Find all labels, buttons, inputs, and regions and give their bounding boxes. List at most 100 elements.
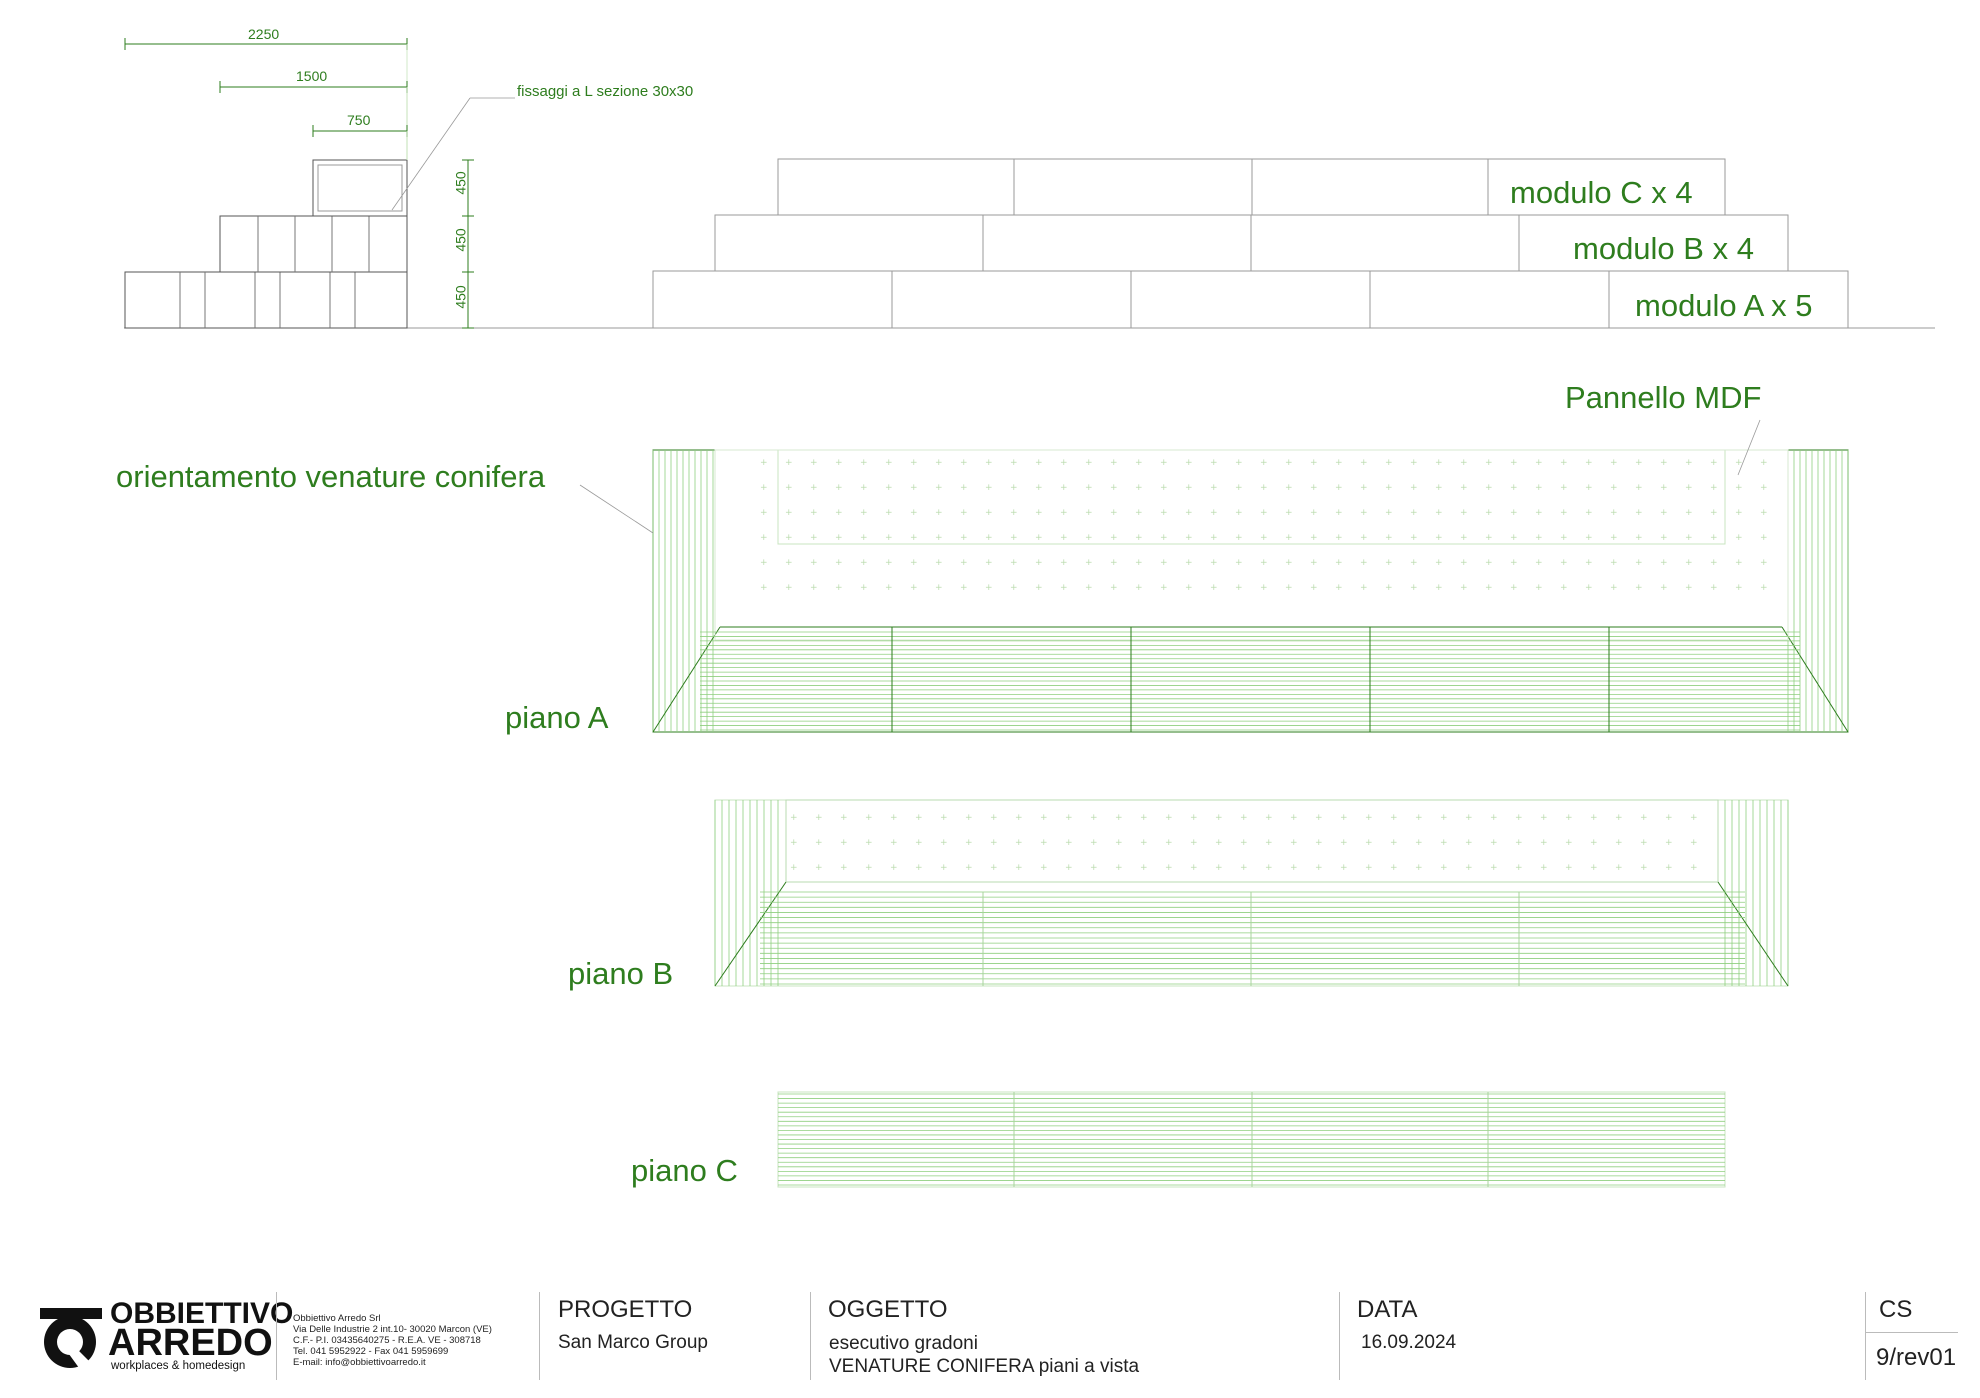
plan-a-mdf-dot: + — [1235, 558, 1243, 568]
plan-a-mdf-dot: + — [810, 533, 818, 543]
plan-b-mdf-dot: + — [790, 813, 798, 823]
plan-a-mdf-dot: + — [1360, 508, 1368, 518]
dimension-2250: 2250 — [248, 26, 280, 42]
plan-b-mdf-dot: + — [1415, 863, 1423, 873]
plan-b-mdf-dot: + — [965, 863, 973, 873]
plan-a-mdf-dot: + — [1435, 508, 1443, 518]
plan-a-mdf-dot: + — [960, 533, 968, 543]
side-block-c — [312, 159, 408, 217]
plan-b-mdf-dot: + — [1115, 838, 1123, 848]
plan-a-mdf-dot: + — [1685, 458, 1693, 468]
date-value: 16.09.2024 — [1361, 1332, 1457, 1353]
plan-a-mdf-dot: + — [1560, 483, 1568, 493]
title-block-divider — [1865, 1292, 1866, 1380]
plan-a-mdf-dot: + — [1135, 533, 1143, 543]
plan-b-mdf-dot: + — [1565, 813, 1573, 823]
plan-a-mdf-dot: + — [985, 458, 993, 468]
plan-b-mdf-dot: + — [1590, 863, 1598, 873]
plan-a-mdf-dot: + — [1485, 533, 1493, 543]
logo-word-top: OBBIETTIVO — [110, 1297, 294, 1330]
plan-a-mdf-dot: + — [1710, 583, 1718, 593]
module-a-box — [891, 270, 1132, 329]
plan-a-mdf-dot: + — [810, 458, 818, 468]
plan-b-mdf-dot: + — [990, 813, 998, 823]
title-block-divider — [810, 1292, 811, 1380]
side-block-b — [219, 215, 408, 273]
plan-b-mdf-dot: + — [1515, 838, 1523, 848]
plan-a-mdf-dot: + — [1460, 483, 1468, 493]
plan-a-mdf-dot: + — [1310, 533, 1318, 543]
plan-b-mdf-dot: + — [1590, 838, 1598, 848]
plan-a-mdf-dot: + — [1160, 508, 1168, 518]
plan-b-mdf-dot: + — [815, 813, 823, 823]
module-c-label: modulo C x 4 — [1510, 175, 1693, 210]
plan-a-mdf-dot: + — [785, 483, 793, 493]
plan-a-mdf-dot: + — [1560, 583, 1568, 593]
plan-a-mdf-dot: + — [860, 558, 868, 568]
plan-a-mdf-dot: + — [1085, 558, 1093, 568]
company-address: Via Delle Industrie 2 int.10- 30020 Marc… — [293, 1324, 492, 1335]
plan-a-mdf-dot: + — [1635, 558, 1643, 568]
plan-a-mdf-dot: + — [985, 558, 993, 568]
plan-a-mdf-dot: + — [1760, 458, 1768, 468]
plan-a-mdf-dot: + — [1235, 533, 1243, 543]
plan-a-mdf-dot: + — [1210, 508, 1218, 518]
plan-b-mdf-dot: + — [1615, 838, 1623, 848]
plan-a-mdf-dot: + — [1335, 458, 1343, 468]
plan-a-mdf-dot: + — [1435, 583, 1443, 593]
plan-a-mdf-dot: + — [1310, 483, 1318, 493]
plan-a-mdf-dot: + — [910, 558, 918, 568]
fixing-note: fissaggi a L sezione 30x30 — [517, 83, 694, 100]
plan-b-mdf-dot: + — [1490, 863, 1498, 873]
plan-b-mdf-dot: + — [1165, 863, 1173, 873]
module-b-box — [1250, 214, 1520, 272]
plan-a-mdf-dot: + — [1635, 483, 1643, 493]
plan-b-mdf-dot: + — [1415, 838, 1423, 848]
plan-a-mdf-dot: + — [1410, 458, 1418, 468]
plan-a-mdf-dot: + — [1010, 508, 1018, 518]
side-block-a — [124, 271, 408, 329]
plan-a-mdf-dot: + — [1235, 458, 1243, 468]
plan-a-mdf-dot: + — [1285, 508, 1293, 518]
plan-a-mdf-dot: + — [1335, 533, 1343, 543]
plan-b-mdf-dot: + — [890, 838, 898, 848]
plan-a-mdf-dot: + — [1260, 583, 1268, 593]
plan-a-mdf-dot: + — [1035, 508, 1043, 518]
plan-a-mdf-dot: + — [810, 483, 818, 493]
plan-a-mdf-dot: + — [1410, 583, 1418, 593]
plan-b-mdf-dot: + — [1340, 813, 1348, 823]
plan-b-mdf-dot: + — [1465, 813, 1473, 823]
module-b-box — [714, 214, 984, 272]
plan-a-mdf-dot: + — [910, 508, 918, 518]
leader-lines — [391, 97, 1761, 534]
plan-a-mdf-dot: + — [1485, 583, 1493, 593]
plan-b-mdf-dot: + — [1015, 838, 1023, 848]
date-label: DATA — [1357, 1296, 1418, 1323]
plan-b-mdf-dot: + — [940, 813, 948, 823]
plan-a-mdf-dot: + — [885, 458, 893, 468]
plan-b-mdf-dot: + — [1465, 838, 1473, 848]
project-value: San Marco Group — [558, 1332, 708, 1353]
plan-a-mdf-dot: + — [1260, 558, 1268, 568]
plan-a-mdf-dot: + — [1085, 583, 1093, 593]
plan-a-mdf-dot: + — [1685, 558, 1693, 568]
plan-a-mdf-dot: + — [1060, 533, 1068, 543]
plan-a-mdf-dot: + — [1360, 483, 1368, 493]
company-email: E-mail: info@obbiettivoarredo.it — [293, 1357, 426, 1368]
plan-b-mdf-dot: + — [1015, 863, 1023, 873]
plan-a-mdf-dot: + — [910, 483, 918, 493]
plan-b-mdf-dot: + — [840, 838, 848, 848]
plan-a-mdf-dot: + — [1210, 558, 1218, 568]
plan-a-mdf-dot: + — [1735, 533, 1743, 543]
plan-a-mdf-dot: + — [1135, 583, 1143, 593]
plan-b-mdf-dot: + — [1115, 863, 1123, 873]
plan-a-mdf-dot: + — [1235, 483, 1243, 493]
plan-b-mdf-dot: + — [1015, 813, 1023, 823]
plan-a-mdf-dot: + — [1335, 508, 1343, 518]
plan-a-upper-b — [714, 449, 1789, 641]
plan-a-mdf-dot: + — [885, 533, 893, 543]
plan-a-mdf-dot: + — [760, 583, 768, 593]
plan-b-mdf-dot: + — [1315, 838, 1323, 848]
plan-a-mdf-dot: + — [810, 508, 818, 518]
plan-b-mdf-dot: + — [1240, 813, 1248, 823]
